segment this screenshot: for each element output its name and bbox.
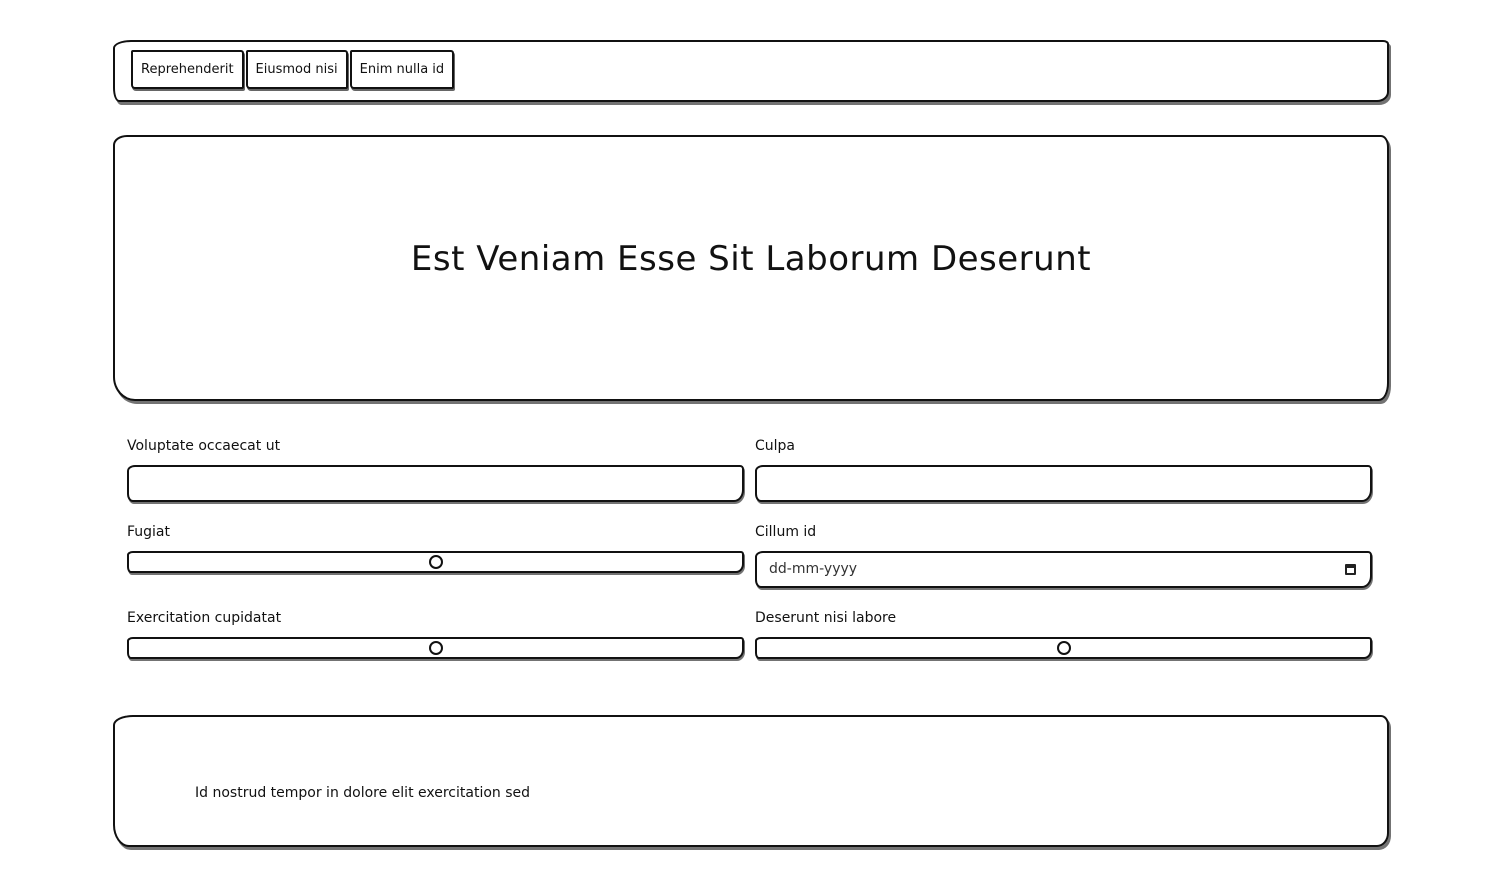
voluptate-text-input[interactable]	[127, 465, 744, 502]
field-label-exercitation: Exercitation cupidatat	[127, 610, 282, 626]
field-label-cillum-id: Cillum id	[755, 524, 817, 540]
field-label-culpa: Culpa	[755, 438, 796, 454]
fugiat-range-slider[interactable]	[127, 551, 744, 573]
culpa-text-input[interactable]	[755, 465, 1372, 502]
deserunt-range-slider[interactable]	[755, 637, 1372, 659]
deserunt-range-thumb[interactable]	[1057, 641, 1071, 655]
footer-text: Id nostrud tempor in dolore elit exercit…	[195, 785, 531, 801]
calendar-icon[interactable]	[1345, 564, 1356, 575]
fugiat-range-thumb[interactable]	[429, 555, 443, 569]
hero-panel: Est Veniam Esse Sit Laborum Deserunt	[113, 135, 1389, 401]
top-nav: Reprehenderit Eiusmod nisi Enim nulla id	[113, 40, 1389, 102]
field-label-deserunt: Deserunt nisi labore	[755, 610, 897, 626]
nav-button-group: Reprehenderit Eiusmod nisi Enim nulla id	[131, 50, 456, 89]
footer-panel: Id nostrud tempor in dolore elit exercit…	[113, 715, 1389, 847]
date-placeholder: dd-mm-yyyy	[769, 561, 858, 577]
hero-title: Est Veniam Esse Sit Laborum Deserunt	[410, 239, 1092, 279]
nav-button-eiusmod-nisi[interactable]: Eiusmod nisi	[245, 50, 348, 89]
field-label-fugiat: Fugiat	[127, 524, 171, 540]
exercitation-range-slider[interactable]	[127, 637, 744, 659]
cillum-date-input[interactable]: dd-mm-yyyy	[755, 551, 1372, 588]
nav-button-enim-nulla-id[interactable]: Enim nulla id	[349, 50, 455, 89]
field-label-voluptate: Voluptate occaecat ut	[127, 438, 281, 454]
nav-button-reprehenderit[interactable]: Reprehenderit	[131, 50, 244, 89]
exercitation-range-thumb[interactable]	[429, 641, 443, 655]
